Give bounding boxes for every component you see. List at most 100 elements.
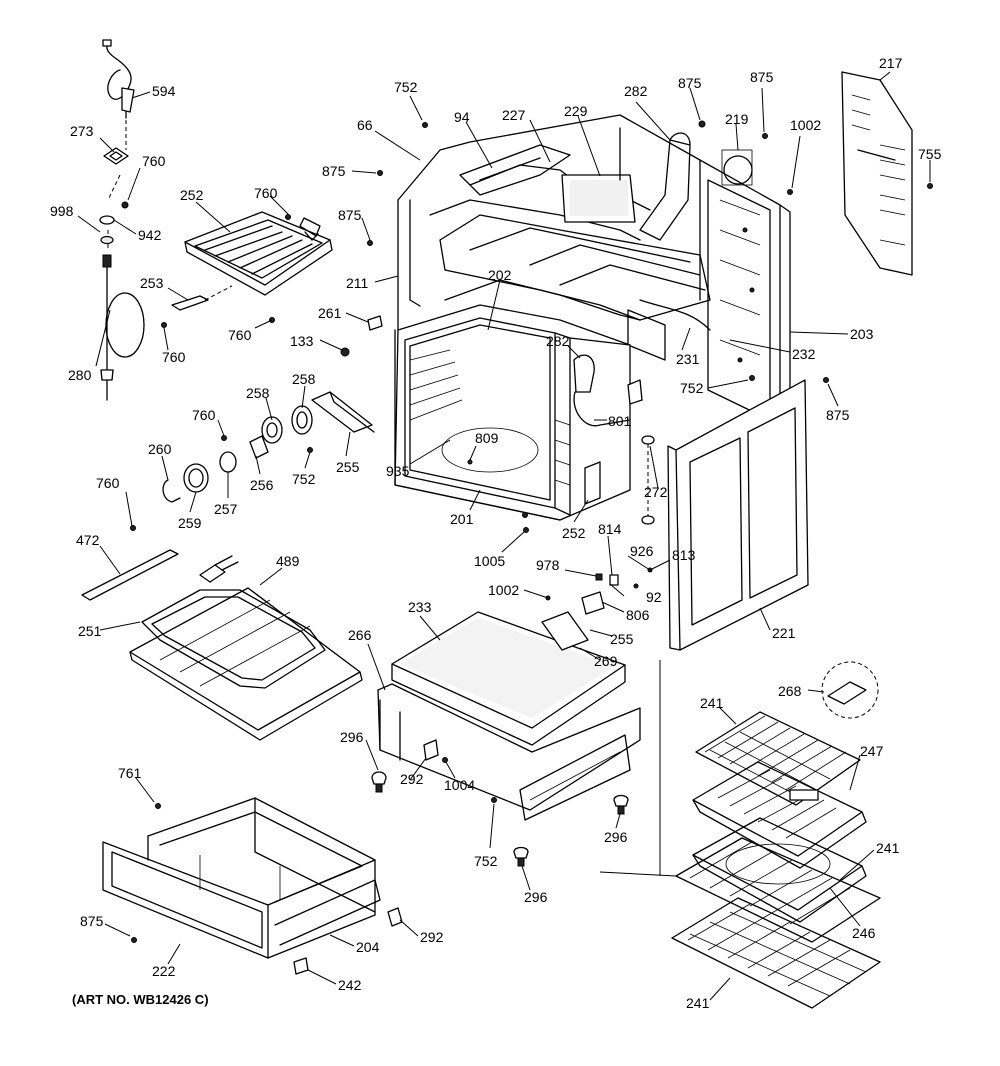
label-875: 875	[678, 75, 702, 91]
label-66: 66	[357, 117, 373, 133]
label-227: 227	[502, 107, 526, 123]
label-261: 261	[318, 305, 342, 321]
label-926: 926	[630, 543, 654, 559]
label-296: 296	[340, 729, 364, 745]
label-269: 269	[594, 653, 618, 669]
label-814: 814	[598, 521, 622, 537]
label-875: 875	[80, 913, 104, 929]
label-241: 241	[700, 695, 724, 711]
label-252: 252	[180, 187, 204, 203]
label-255: 255	[610, 631, 634, 647]
label-268: 268	[778, 683, 802, 699]
label-217: 217	[879, 55, 903, 71]
part-number-labels: 594 273 760 998 942 252 760 253 760 760 …	[50, 55, 942, 1011]
label-806: 806	[626, 607, 650, 623]
label-241: 241	[686, 995, 710, 1011]
label-760: 760	[254, 185, 278, 201]
rear-panel-217	[841, 71, 913, 276]
label-255: 255	[336, 459, 360, 475]
oven-racks	[671, 661, 881, 1009]
label-813: 813	[672, 547, 696, 563]
label-241: 241	[876, 840, 900, 856]
label-204: 204	[356, 939, 380, 955]
bake-element-252	[161, 211, 333, 328]
label-280: 280	[68, 367, 92, 383]
label-755: 755	[918, 146, 942, 162]
label-875: 875	[322, 163, 346, 179]
label-760: 760	[228, 327, 252, 343]
side-panel-221	[667, 379, 809, 651]
label-242: 242	[338, 977, 362, 993]
label-282: 282	[546, 333, 570, 349]
label-760: 760	[162, 349, 186, 365]
label-257: 257	[214, 501, 238, 517]
label-222: 222	[152, 963, 176, 979]
label-229: 229	[564, 103, 588, 119]
label-875: 875	[826, 407, 850, 423]
label-1004: 1004	[444, 777, 475, 793]
label-203: 203	[850, 326, 874, 342]
label-875: 875	[338, 207, 362, 223]
broil-element-251	[81, 525, 363, 741]
bottom-frame-266	[371, 527, 653, 867]
label-998: 998	[50, 203, 74, 219]
label-752: 752	[680, 380, 704, 396]
label-246: 246	[852, 925, 876, 941]
label-273: 273	[70, 123, 94, 139]
label-1005: 1005	[474, 553, 505, 569]
label-256: 256	[250, 477, 274, 493]
label-282: 282	[624, 83, 648, 99]
label-760: 760	[96, 475, 120, 491]
label-752: 752	[474, 853, 498, 869]
label-221: 221	[772, 625, 796, 641]
label-296: 296	[524, 889, 548, 905]
label-594: 594	[152, 83, 176, 99]
label-978: 978	[536, 557, 560, 573]
label-935: 935	[386, 463, 410, 479]
label-472: 472	[76, 532, 100, 548]
label-752: 752	[394, 79, 418, 95]
label-233: 233	[408, 599, 432, 615]
label-232: 232	[792, 346, 816, 362]
label-260: 260	[148, 441, 172, 457]
label-272: 272	[644, 484, 668, 500]
label-259: 259	[178, 515, 202, 531]
label-231: 231	[676, 351, 700, 367]
label-247: 247	[860, 743, 884, 759]
label-292: 292	[420, 929, 444, 945]
label-92: 92	[646, 589, 662, 605]
label-94: 94	[454, 109, 470, 125]
label-202: 202	[488, 267, 512, 283]
label-292: 292	[400, 771, 424, 787]
label-1002: 1002	[790, 117, 821, 133]
control-components	[162, 391, 375, 503]
art-number-caption: (ART NO. WB12426 C)	[72, 992, 209, 1007]
label-875: 875	[750, 69, 774, 85]
label-258: 258	[246, 385, 270, 401]
label-252: 252	[562, 525, 586, 541]
leader-lines	[77, 71, 931, 1001]
label-761: 761	[118, 765, 142, 781]
label-266: 266	[348, 627, 372, 643]
label-942: 942	[138, 227, 162, 243]
label-752: 752	[292, 471, 316, 487]
label-253: 253	[140, 275, 164, 291]
oven-sensor-assembly	[99, 39, 145, 401]
label-251: 251	[78, 623, 102, 639]
hardware-small-parts	[340, 120, 933, 525]
label-760: 760	[192, 407, 216, 423]
label-760: 760	[142, 153, 166, 169]
label-201: 201	[450, 511, 474, 527]
label-1002: 1002	[488, 582, 519, 598]
label-801: 801	[608, 413, 632, 429]
label-211: 211	[346, 275, 369, 291]
label-133: 133	[290, 333, 314, 349]
label-809: 809	[475, 430, 499, 446]
oven-cabinet-203	[397, 114, 791, 476]
label-296: 296	[604, 829, 628, 845]
oven-liner-201	[394, 304, 631, 521]
label-258: 258	[292, 371, 316, 387]
label-219: 219	[725, 111, 749, 127]
label-489: 489	[276, 553, 300, 569]
